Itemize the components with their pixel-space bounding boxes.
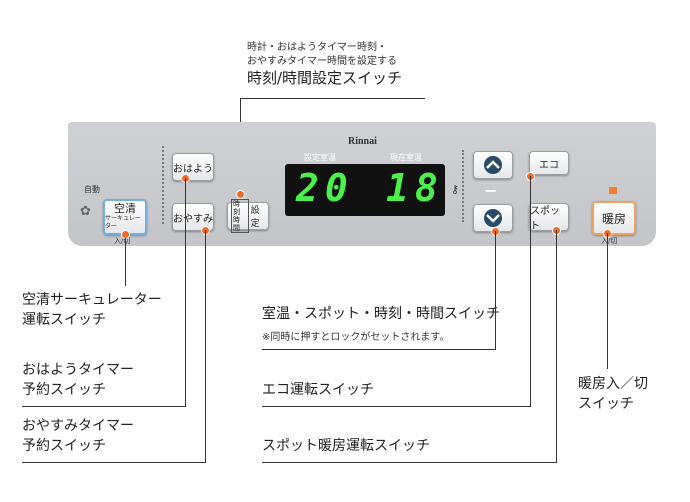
time-set-indicator-dot	[236, 190, 245, 199]
chevron-down-icon	[484, 209, 502, 227]
danbou-lamp	[609, 187, 617, 194]
up-button[interactable]	[473, 151, 513, 179]
auto-label: 自動	[84, 185, 100, 194]
updown-annotation-note: ※同時に押すとロックがセットされます。	[262, 332, 450, 343]
key-lock-icon: ⚷	[451, 183, 460, 196]
kusei-annotation-line2: 運転スイッチ	[22, 312, 106, 328]
spot-annotation: スポット暖房運転スイッチ	[262, 438, 430, 454]
eco-button[interactable]: エコ	[529, 151, 569, 175]
ohayou-timer-button[interactable]: おはよう	[172, 153, 214, 181]
leader-oyasumi-vertical	[205, 230, 206, 462]
kusei-line1: 空清	[114, 202, 136, 215]
time-set-side-label: 設定	[250, 206, 260, 229]
separator-left	[162, 146, 166, 224]
set-temp-caption: 設定室温	[304, 153, 336, 162]
leader-updown-vertical	[495, 231, 496, 349]
ohayou-annotation-line1: おはようタイマー	[22, 362, 134, 378]
leader-spot-vertical	[556, 230, 557, 462]
set-temp-value: 20	[296, 166, 354, 210]
ohayou-annotation-line2: 予約スイッチ	[22, 382, 106, 398]
danbou-sub-label: 入/切	[601, 237, 618, 245]
top-annotation-title: 時刻/時間設定スイッチ	[247, 69, 403, 87]
oyasumi-annotation-line2: 予約スイッチ	[22, 438, 106, 454]
separator-right	[462, 150, 466, 222]
kusei-annotation-line1: 空清サーキュレーター	[22, 292, 162, 308]
danbou-annotation-line1: 暖房入／切	[578, 376, 648, 392]
time-set-button[interactable]: 時刻 時間 設定	[227, 199, 269, 233]
lcd-display	[285, 164, 445, 216]
leader-updown-horizontal	[262, 349, 496, 350]
leader-ohayou-vertical	[185, 178, 186, 406]
leader-kusei	[125, 238, 126, 286]
danbou-annotation-line2: スイッチ	[578, 396, 634, 412]
sharp-cluster-icon: ✿	[80, 204, 91, 219]
danbou-button[interactable]: 暖房	[592, 201, 636, 235]
kusei-circulator-button[interactable]: 空清 サーキュレーター	[103, 199, 147, 235]
eco-annotation: エコ運転スイッチ	[262, 382, 374, 398]
kusei-sub-label: 入/切	[114, 237, 131, 245]
time-set-box: 時刻 時間	[231, 199, 249, 233]
top-annotation-line2: おやすみタイマー時間を設定する	[247, 56, 397, 67]
top-annotation-line1: 時計・おはようタイマー時刻・	[247, 42, 387, 53]
room-temp-value: 18	[386, 166, 444, 210]
leader-spot-horizontal	[262, 462, 557, 463]
leader-eco-vertical	[530, 176, 531, 406]
leader-oyasumi-horizontal	[22, 462, 206, 463]
oyasumi-annotation-line1: おやすみタイマー	[22, 418, 134, 434]
brand-logo: Rinnai	[348, 136, 377, 147]
updown-annotation: 室温・スポット・時刻・時間スイッチ	[262, 306, 500, 322]
kusei-line2: サーキュレーター	[105, 215, 141, 230]
room-temp-caption: 現在室温	[390, 153, 422, 162]
time-set-line2: 時間	[233, 216, 240, 232]
leader-eco-horizontal	[262, 406, 531, 407]
minus-indicator: −	[484, 181, 498, 200]
leader-danbou	[607, 233, 608, 369]
leader-ohayou-horizontal	[22, 406, 186, 407]
leader-top-horizontal	[240, 98, 425, 99]
time-set-line1: 時刻	[233, 200, 240, 216]
spot-button[interactable]: スポット	[529, 203, 569, 232]
chevron-up-icon	[484, 156, 502, 174]
